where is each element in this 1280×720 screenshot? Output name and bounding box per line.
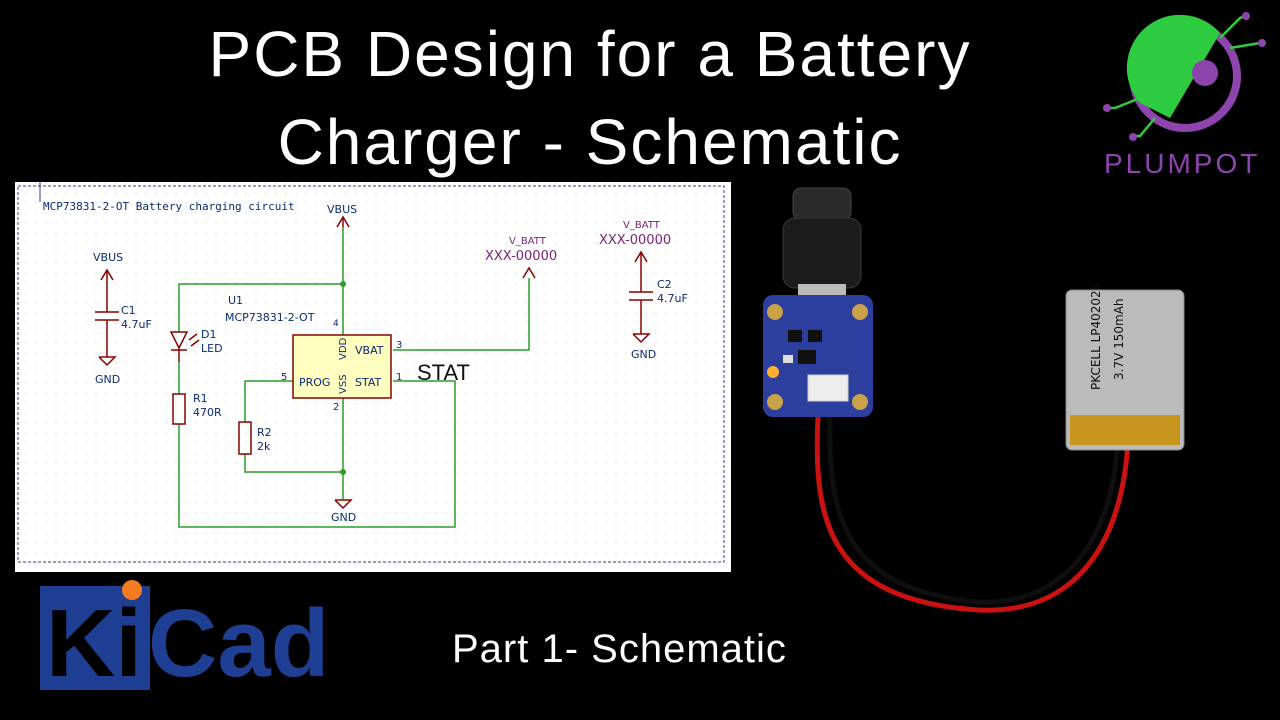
- charger-photo: PKCELL LP402025 3.7V 150mAh: [763, 187, 1185, 613]
- wires: [178, 227, 530, 528]
- r2-resistor: [238, 421, 252, 455]
- vbatt1-name: V_BATT: [509, 236, 547, 247]
- sheet-title: MCP73831-2-OT Battery charging circuit: [43, 200, 295, 213]
- d1-led: [169, 331, 200, 362]
- r1-ref: R1: [193, 392, 208, 405]
- pin-vdd-label: VDD: [338, 337, 349, 360]
- kicad-logo-ki: Ki: [46, 590, 142, 692]
- d1-ref: D1: [201, 328, 216, 341]
- c1-block: [95, 268, 119, 367]
- r1-value: 470R: [193, 406, 222, 419]
- c1-ref: C1: [121, 304, 136, 317]
- c1-value: 4.7uF: [121, 318, 152, 331]
- gnd-bottom-label: GND: [331, 511, 356, 524]
- u1-value: MCP73831-2-OT: [225, 311, 315, 324]
- kicad-logo-icon: Ki Cad: [40, 580, 329, 692]
- r1-resistor: [172, 393, 186, 425]
- gnd-left-label: GND: [95, 373, 120, 386]
- gnd-right-label: GND: [631, 348, 656, 361]
- u1-ref: U1: [228, 294, 243, 307]
- vbatt2-name: V_BATT: [623, 220, 661, 231]
- pin-prog-label: PROG: [299, 376, 330, 389]
- c2-value: 4.7uF: [657, 292, 688, 305]
- pin-1-number: 1: [396, 372, 402, 383]
- schematic-panel: MCP73831-2-OT Battery charging circuit V…: [15, 182, 731, 572]
- subtitle: Part 1- Schematic: [452, 627, 787, 671]
- pin-vbat-label: VBAT: [355, 344, 384, 357]
- pin-4-number: 4: [333, 319, 339, 329]
- vbatt1-value: XXX-00000: [485, 249, 557, 264]
- schematic-drawing: MCP73831-2-OT Battery charging circuit V…: [15, 182, 731, 572]
- pin-2-number: 2: [333, 402, 339, 413]
- d1-value: LED: [201, 342, 223, 355]
- c2-block: [629, 250, 653, 344]
- plumpot-logo-icon: [1103, 12, 1266, 141]
- title-line-1: PCB Design for a Battery: [208, 18, 972, 90]
- battery-label-line2: 3.7V 150mAh: [1112, 298, 1126, 380]
- c2-ref: C2: [657, 278, 672, 291]
- stat-annotation: STAT: [417, 360, 470, 385]
- pin-stat-label: STAT: [355, 376, 382, 389]
- r2-ref: R2: [257, 426, 272, 439]
- r2-value: 2k: [257, 440, 271, 453]
- pin-vss-label: VSS: [338, 374, 349, 394]
- u1-chip: [292, 334, 392, 399]
- title-line-2: Charger - Schematic: [277, 106, 903, 178]
- vbus-left-label: VBUS: [93, 251, 123, 264]
- vbatt2-value: XXX-00000: [599, 233, 671, 248]
- pin-3-number: 3: [396, 340, 402, 351]
- vbus-top-label: VBUS: [327, 203, 357, 216]
- kicad-logo-cad: Cad: [148, 590, 329, 692]
- pin-5-number: 5: [281, 372, 287, 383]
- battery-label-line1: PKCELL LP402025: [1089, 283, 1103, 390]
- brand-name: PLUMPOT: [1104, 148, 1261, 179]
